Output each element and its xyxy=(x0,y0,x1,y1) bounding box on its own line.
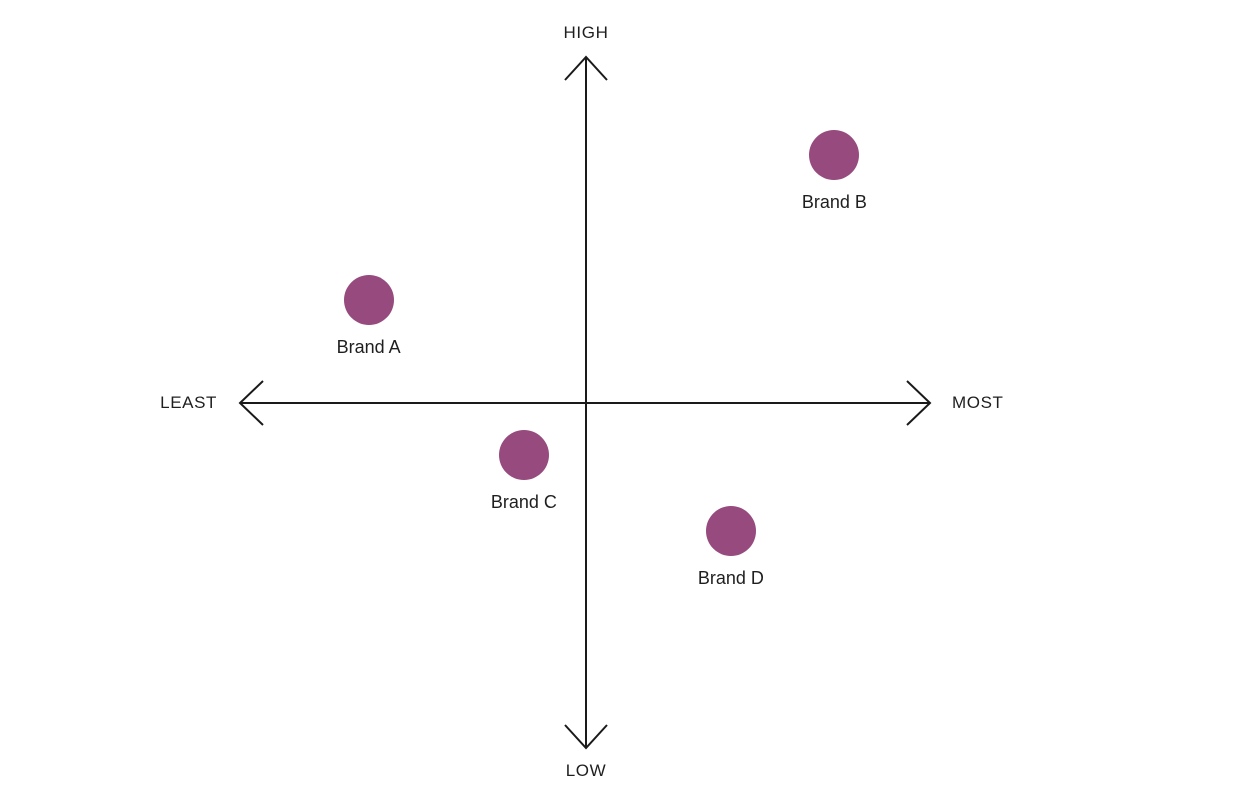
data-point-brand-c xyxy=(498,429,549,480)
axis-label-low: LOW xyxy=(565,761,607,780)
data-point-label-brand-b: Brand B xyxy=(801,191,867,212)
data-point-brand-b xyxy=(809,129,860,180)
arrowhead-down-icon xyxy=(564,724,608,750)
data-point-label-brand-c: Brand C xyxy=(490,491,557,512)
axis-label-least: LEAST xyxy=(160,393,217,412)
axis-label-high: HIGH xyxy=(563,23,609,42)
arrowhead-left-icon xyxy=(238,380,264,426)
data-point-label-brand-a: Brand A xyxy=(336,336,401,357)
data-point-brand-a xyxy=(343,274,394,325)
arrowhead-up-icon xyxy=(564,55,608,81)
arrowhead-right-icon xyxy=(906,380,932,426)
data-point-label-brand-d: Brand D xyxy=(697,567,764,588)
data-point-brand-d xyxy=(705,505,756,556)
axis-label-most: MOST xyxy=(952,393,1004,412)
